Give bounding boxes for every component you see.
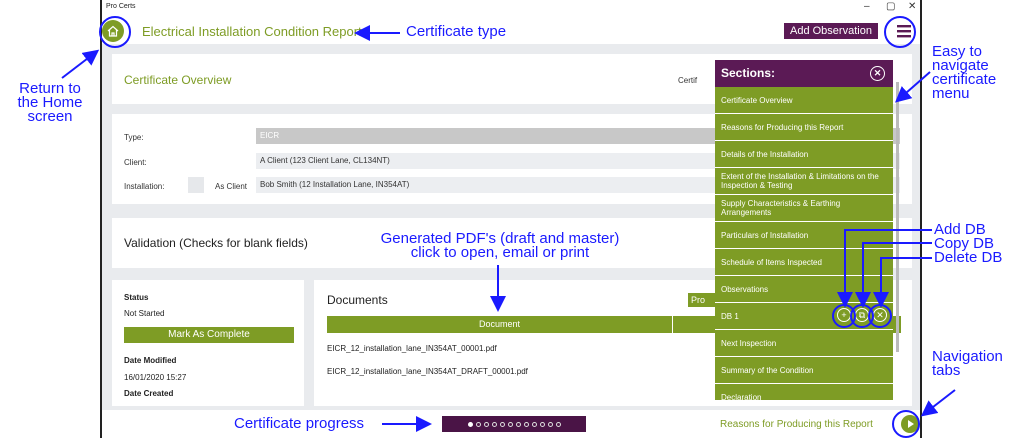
copy-db-arrow (855, 242, 932, 308)
home-button[interactable] (102, 20, 124, 42)
maximize-icon[interactable]: ▢ (886, 1, 896, 12)
annotation-add-db: Add DB (934, 221, 986, 238)
next-button[interactable] (901, 415, 919, 433)
document-link[interactable]: EICR_12_installation_lane_IN354AT_00001.… (327, 344, 497, 353)
progress-dot[interactable] (547, 421, 553, 427)
progress-dot[interactable] (491, 421, 497, 427)
copy-db-highlight (850, 304, 874, 328)
add-db-arrow (837, 229, 932, 308)
progress-dot[interactable] (531, 421, 537, 427)
minimize-icon[interactable]: – (864, 1, 870, 12)
home-arrow (61, 49, 100, 79)
mark-complete-button[interactable]: Mark As Complete (124, 327, 294, 343)
bottom-bar: Reasons for Producing this Report (102, 410, 920, 438)
as-client-checkbox[interactable] (188, 177, 204, 193)
delete-db-arrow (873, 257, 932, 308)
sections-title: Sections: (721, 66, 776, 80)
delete-db-highlight (868, 304, 892, 328)
section-item[interactable]: Supply Characteristics & Earthing Arrang… (715, 195, 893, 222)
section-item[interactable]: Observations (715, 276, 893, 303)
home-icon (107, 25, 119, 37)
progress-dot[interactable] (515, 421, 521, 427)
app-window: Pro Certs – ▢ ✕ Electrical Installation … (100, 0, 922, 438)
section-item[interactable]: Summary of the Condition (715, 357, 893, 384)
overview-title: Certificate Overview (124, 73, 232, 87)
progress-dot[interactable] (539, 421, 545, 427)
status-value: Not Started (124, 309, 165, 318)
annotation-copy-db: Copy DB (934, 235, 995, 252)
sections-header: Sections: ✕ (715, 60, 893, 87)
client-label: Client: (124, 158, 147, 167)
annotation-easy-navigate: Easy to navigate certificate menu (932, 43, 997, 102)
certificate-label: Certif (678, 76, 698, 85)
section-item[interactable]: Declaration (715, 384, 893, 401)
next-highlight-circle (892, 410, 920, 438)
sections-scrollbar[interactable] (896, 82, 899, 352)
navigation-arrow (920, 389, 956, 417)
annotation-navigation-tabs: Navigation tabs (932, 348, 1003, 379)
date-created-label: Date Created (124, 389, 174, 398)
close-icon[interactable]: ✕ (908, 1, 917, 12)
produce-button[interactable]: Pro (688, 293, 721, 307)
progress-dot[interactable] (507, 421, 513, 427)
section-item[interactable]: Particulars of Installation (715, 222, 893, 249)
play-icon (908, 420, 914, 428)
progress-dot[interactable] (499, 421, 505, 427)
certificate-title: Electrical Installation Condition Report (142, 24, 362, 39)
db-label: DB 1 (721, 311, 739, 321)
section-item[interactable]: Certificate Overview (715, 87, 893, 114)
progress-dot[interactable] (483, 421, 489, 427)
validation-title: Validation (Checks for blank fields) (124, 236, 308, 250)
menu-icon[interactable] (894, 21, 914, 41)
as-client-label: As Client (215, 182, 248, 191)
next-section-label[interactable]: Reasons for Producing this Report (720, 419, 873, 430)
installation-label: Installation: (124, 182, 165, 191)
add-db-highlight (832, 304, 856, 328)
progress-dot[interactable] (555, 421, 561, 427)
close-icon[interactable]: ✕ (870, 66, 885, 81)
type-label: Type: (124, 133, 144, 142)
annotation-certificate-type: Certificate type (406, 23, 507, 40)
add-observation-button[interactable]: Add Observation (784, 23, 878, 39)
home-highlight-circle (99, 16, 131, 48)
document-link[interactable]: EICR_12_installation_lane_IN354AT_DRAFT_… (327, 367, 528, 376)
annotation-return-home: Return to the Home screen (17, 80, 83, 125)
progress-dot[interactable] (475, 421, 481, 427)
annotation-delete-db: Delete DB (934, 249, 1003, 266)
status-card (112, 280, 304, 406)
status-label: Status (124, 293, 149, 302)
date-modified-label: Date Modified (124, 356, 177, 365)
document-column-header: Document (327, 316, 672, 333)
title-bar: Pro Certs – ▢ ✕ (102, 0, 920, 16)
progress-dot[interactable] (467, 421, 473, 427)
header: Electrical Installation Condition Report… (102, 16, 920, 44)
certificate-progress (442, 416, 586, 432)
section-item[interactable]: Schedule of Items Inspected (715, 249, 893, 276)
date-modified-value: 16/01/2020 15:27 (124, 373, 187, 382)
app-name: Pro Certs (106, 3, 136, 10)
section-item[interactable]: Next Inspection (715, 330, 893, 357)
annotation-certificate-progress: Certificate progress (234, 415, 365, 432)
menu-highlight-circle (884, 16, 916, 48)
annotation-generated-pdfs: Generated PDF's (draft and master) click… (380, 230, 620, 261)
progress-dot[interactable] (523, 421, 529, 427)
section-item[interactable]: Reasons for Producing this Report (715, 114, 893, 141)
documents-title: Documents (327, 293, 388, 307)
section-item[interactable]: Extent of the Installation & Limitations… (715, 168, 893, 195)
section-item[interactable]: Details of the Installation (715, 141, 893, 168)
menu-arrow (894, 71, 931, 103)
